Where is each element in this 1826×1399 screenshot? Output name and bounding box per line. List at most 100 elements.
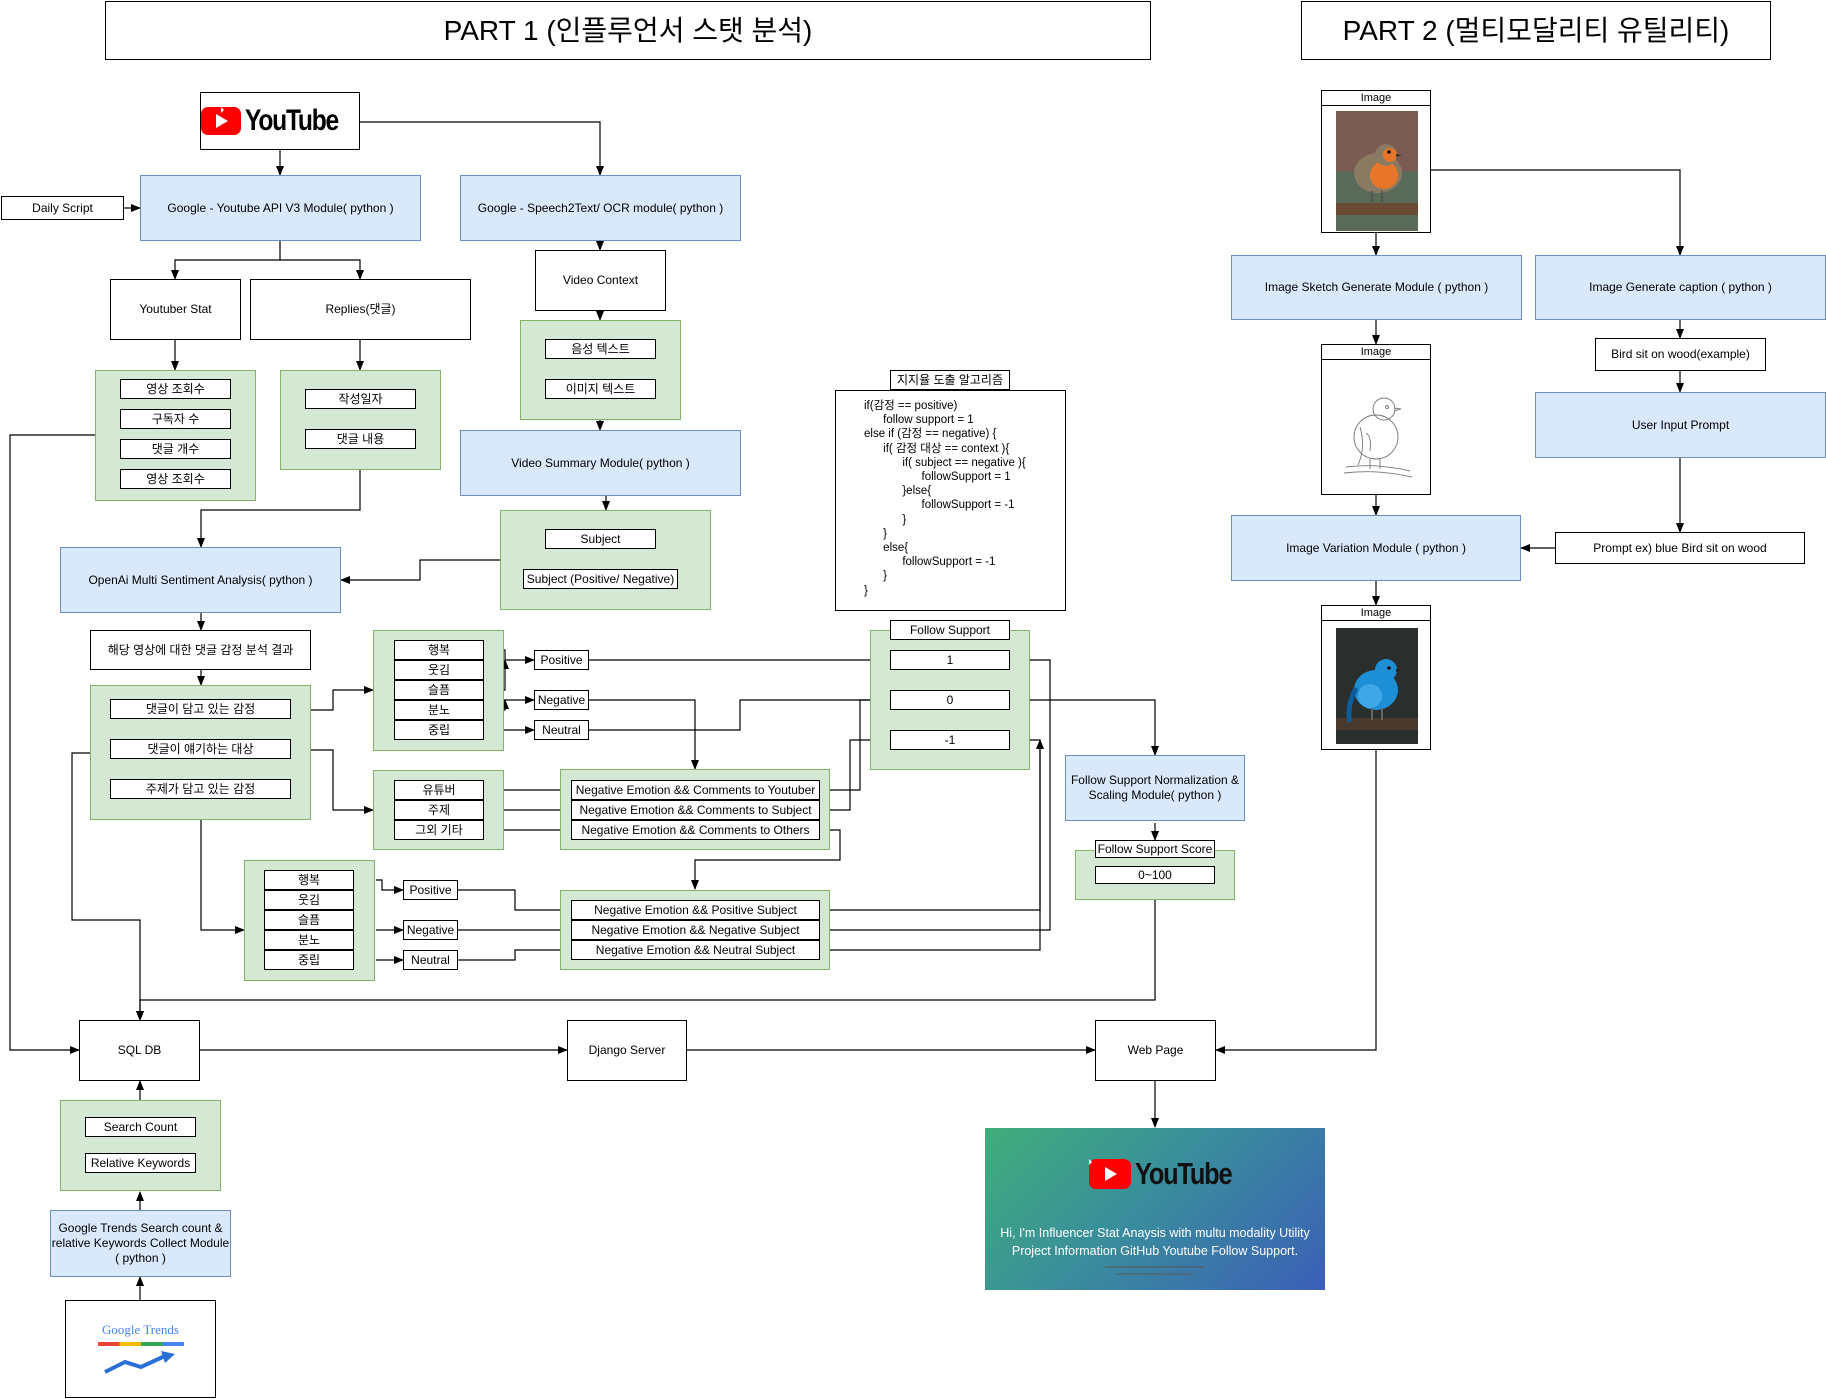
reply-item: 작성일자 [305,389,416,409]
analysis-item: 주제가 담고 있는 감정 [110,779,291,799]
support-score-title: Follow Support Score [1095,840,1215,858]
negative-label: Negative [403,920,458,940]
relative-keywords: Relative Keywords [85,1153,196,1173]
part2-title: PART 2 (멀티모달리티 유틸리티) [1301,1,1771,60]
sketch-image-box: Image [1321,344,1431,495]
subject-item: Subject [545,529,656,549]
image-label: Image [1322,606,1430,621]
bluebird-image [1336,628,1418,744]
banner-line-2: Project Information GitHub Youtube Follo… [1011,1244,1299,1258]
stat-item: 구독자 수 [120,409,231,429]
emotion-item: 웃김 [264,890,354,910]
negative-subject-item: Negative Emotion && Positive Subject [571,900,820,920]
youtube-api-module: Google - Youtube API V3 Module( python ) [140,175,421,241]
output-image-box: Image [1321,605,1431,750]
support-value: 1 [890,650,1010,670]
support-score-range: 0~100 [1095,866,1215,884]
youtube-wordmark: YouTube [245,104,339,138]
emotion-item: 중립 [264,950,354,970]
negative-label: Negative [534,690,589,710]
follow-support-title: Follow Support [890,620,1010,640]
negative-target-item: Negative Emotion && Comments to Subject [571,800,820,820]
variation-module: Image Variation Module ( python ) [1231,515,1521,581]
negative-subject-item: Negative Emotion && Neutral Subject [571,940,820,960]
trend-arrow-icon [103,1351,175,1374]
neutral-label: Neutral [534,720,589,740]
emotion-item: 웃김 [394,660,484,680]
robin-image [1336,111,1418,231]
django-server: Django Server [567,1020,687,1081]
subject-polarity-item: Subject (Positive/ Negative) [523,569,678,589]
emotion-item: 슬픔 [264,910,354,930]
youtube-logo-box: YouTube [200,92,360,150]
caption-module: Image Generate caption ( python ) [1535,255,1826,320]
stat-item: 영상 조회수 [120,469,231,489]
emotion-item: 슬픔 [394,680,484,700]
replies-group [280,370,441,470]
stat-item: 댓글 개수 [120,439,231,459]
youtube-play-icon [1089,1159,1131,1189]
neutral-label: Neutral [403,950,458,970]
trends-color-bar [97,1342,184,1347]
negative-target-item: Negative Emotion && Comments to Youtuber [571,780,820,800]
emotion-item: 분노 [394,700,484,720]
web-page: Web Page [1095,1020,1216,1081]
reply-item: 댓글 내용 [305,429,416,449]
subject-group [500,510,711,610]
stat-item: 영상 조회수 [120,379,231,399]
google-trends-logo-box: Google Trends [65,1300,216,1398]
daily-script: Daily Script [1,196,124,220]
algorithm-code: if(감정 == positive) follow support = 1 el… [835,390,1066,611]
replies: Replies(댓글) [250,279,471,340]
trends-module: Google Trends Search count & relative Ke… [50,1210,231,1277]
target-item: 주제 [394,800,484,820]
part1-title: PART 1 (인플루언서 스탯 분석) [105,1,1151,60]
algorithm-title: 지지율 도출 알고리즘 [890,370,1010,390]
support-value: -1 [890,730,1010,750]
target-item: 그외 기타 [394,820,484,840]
emotion-item: 중립 [394,720,484,740]
emotion-item: 분노 [264,930,354,950]
support-value: 0 [890,690,1010,710]
banner-fine-print [1105,1266,1205,1268]
analysis-item: 댓글이 담고 있는 감정 [110,699,291,719]
user-input-prompt: User Input Prompt [1535,392,1826,458]
caption-example: Bird sit on wood(example) [1595,338,1766,371]
speech2text-module: Google - Speech2Text/ OCR module( python… [460,175,741,241]
image-label: Image [1322,345,1430,360]
google-trends-logo: Google Trends [102,1321,179,1337]
search-count: Search Count [85,1117,196,1137]
sql-db: SQL DB [79,1020,200,1081]
youtube-logo: YouTube [201,102,358,140]
target-item: 유튜버 [394,780,484,800]
banner-line-1: Hi, I'm Influencer Stat Anaysis with mul… [1000,1226,1310,1240]
banner-youtube-logo: YouTube [1089,1156,1253,1192]
emotion-item: 행복 [264,870,354,890]
sentiment-result: 해당 영상에 대한 댓글 감정 분석 결과 [90,630,311,670]
youtube-wordmark: YouTube [1135,1156,1233,1191]
negative-target-item: Negative Emotion && Comments to Others [571,820,820,840]
youtuber-stat: Youtuber Stat [110,279,241,340]
banner-fine-print [1117,1273,1193,1275]
input-image-box: Image [1321,90,1431,233]
normalization-module: Follow Support Normalization & Scaling M… [1065,755,1245,821]
emotion-item: 행복 [394,640,484,660]
sentiment-analysis-module: OpenAi Multi Sentiment Analysis( python … [60,547,341,613]
image-label: Image [1322,91,1430,106]
negative-subject-item: Negative Emotion && Negative Subject [571,920,820,940]
context-group [520,320,681,420]
context-item: 이미지 텍스트 [545,379,656,399]
context-item: 음성 텍스트 [545,339,656,359]
analysis-item: 댓글이 얘기하는 대상 [110,739,291,759]
sketch-module: Image Sketch Generate Module ( python ) [1231,255,1522,320]
video-summary-module: Video Summary Module( python ) [460,430,741,496]
positive-label: Positive [534,650,589,670]
trends-data-group [60,1100,221,1191]
sketch-image [1336,367,1418,491]
youtube-play-icon [201,107,242,135]
web-banner: YouTube Hi, I'm Influencer Stat Anaysis … [985,1128,1325,1290]
positive-label: Positive [403,880,458,900]
video-context: Video Context [535,250,666,311]
prompt-example: Prompt ex) blue Bird sit on wood [1555,532,1805,564]
